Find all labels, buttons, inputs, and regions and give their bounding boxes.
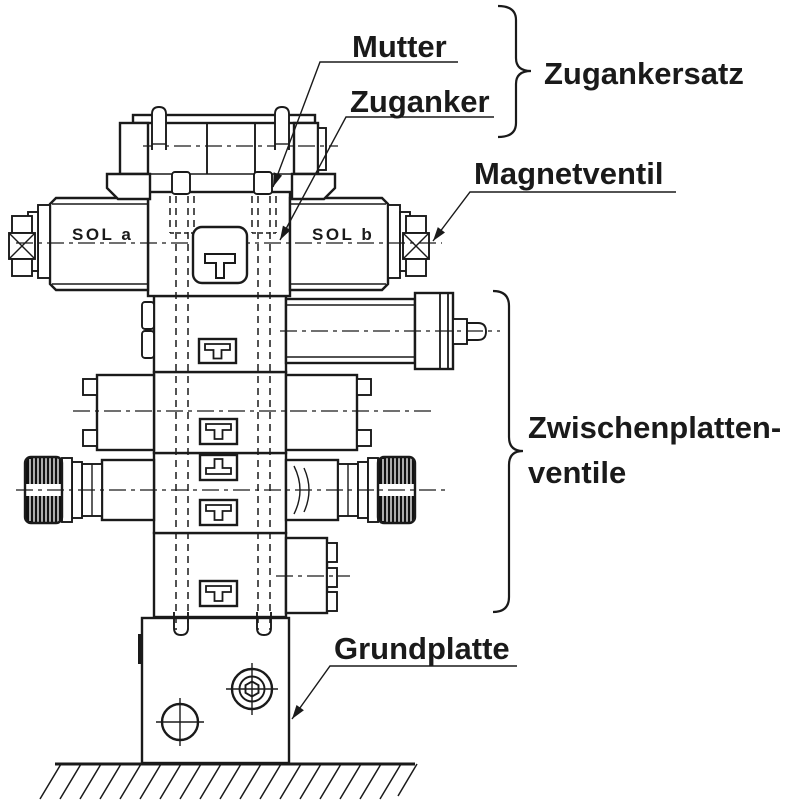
valve-symbol-t <box>197 337 238 365</box>
sandwich-plate-4 <box>152 531 350 619</box>
sol-b-label: SOL b <box>312 225 374 244</box>
ground-hatching <box>39 762 418 800</box>
left-coil <box>48 196 150 292</box>
tie-rods-hidden <box>169 196 277 636</box>
tie-rod-nut-left <box>151 106 167 150</box>
valve-symbol-t-large <box>191 225 249 285</box>
counterbore-hole <box>226 663 278 715</box>
right-coil <box>288 196 390 292</box>
bolt-boss <box>253 171 273 195</box>
label-grundplatte: Grundplatte <box>334 631 510 666</box>
brace-zwischenplattenventile <box>492 289 524 614</box>
left-connector <box>8 204 51 279</box>
relief-valve-cylinder <box>280 291 500 371</box>
sandwich-plate-2 <box>73 370 435 455</box>
sol-a-label: SOL a <box>72 225 133 244</box>
valve-symbol-t <box>198 498 239 527</box>
brace-zugankersatz <box>497 4 532 139</box>
label-zwischenplatten-line1: Zwischenplatten- <box>528 410 781 445</box>
base-plate <box>138 616 291 765</box>
bolt-boss <box>171 171 191 195</box>
solenoid-valve: SOL a SOL b <box>8 190 442 298</box>
port-mark <box>138 634 143 664</box>
mounting-hole <box>156 698 204 746</box>
label-zuganker: Zuganker <box>350 84 490 119</box>
valve-symbol-t <box>198 417 239 446</box>
label-mutter: Mutter <box>352 29 447 64</box>
sandwich-plate-3 <box>16 451 445 535</box>
valve-symbol-t-inverted <box>198 453 239 482</box>
right-connector <box>387 204 430 279</box>
label-zugankersatz: Zugankersatz <box>544 56 744 91</box>
sandwich-plate-1 <box>141 291 500 374</box>
top-cap-assembly <box>105 106 338 201</box>
annotation-leaders <box>272 4 676 720</box>
annotation-labels: Mutter Zuganker Zugankersatz Magnetventi… <box>334 29 781 666</box>
label-magnetventil: Magnetventil <box>474 156 663 191</box>
valve-symbol-t <box>198 579 239 608</box>
label-zwischenplatten-line2: ventile <box>528 455 626 490</box>
tie-rod-nut-right <box>274 106 290 150</box>
